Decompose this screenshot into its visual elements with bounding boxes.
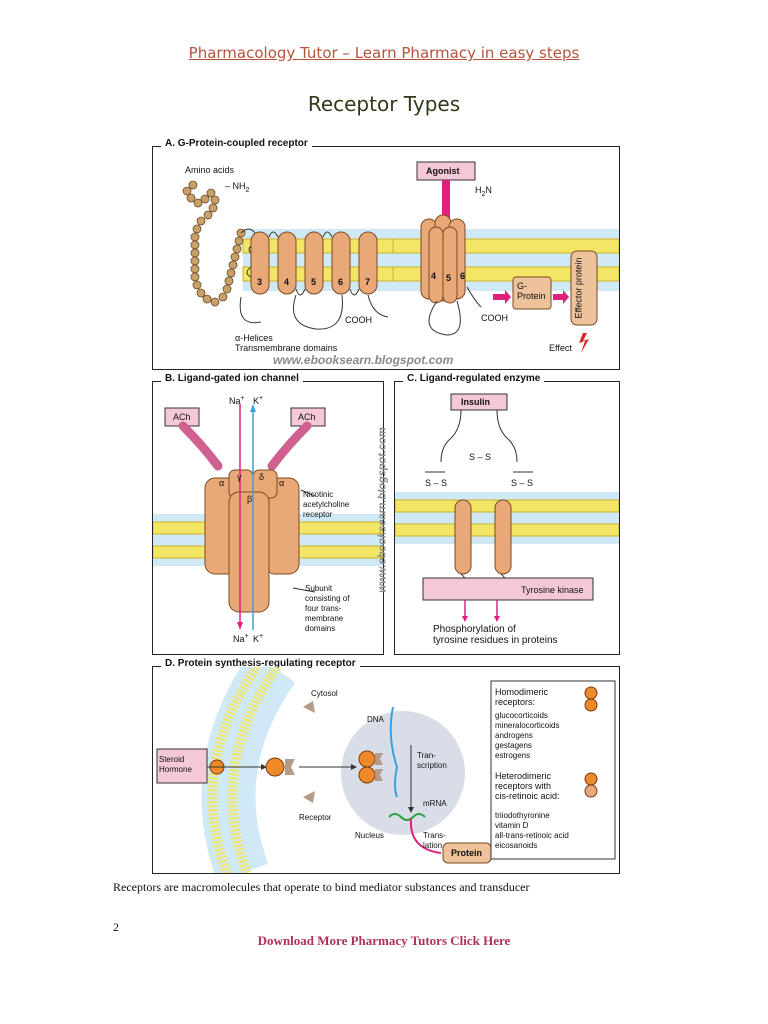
page-number: 2 [113,920,119,934]
ss-left-label: S – S [425,478,448,488]
ach-right-label: ACh [298,412,316,422]
right-helix-4-label: 4 [431,271,437,281]
protein-label: Protein [451,848,483,858]
homodimeric-item-5: estrogens [495,751,531,760]
subunit-gamma: γ [237,472,242,482]
heterodimeric-item-1: triiodothyronine [495,811,550,820]
right-helix-6-label: 6 [460,271,466,281]
watermark-horizontal: www.ebooksearn.blogspot.com [273,353,454,367]
homodimeric-title: Homodimeric receptors: [495,687,549,707]
helix-4-label: 4 [284,277,290,287]
g-protein-label: G- Protein [517,281,546,301]
heterodimeric-item-4: eicosanoids [495,841,538,850]
nicotinic-label: Nicotinic acetylcholine receptor [303,490,350,519]
na-bottom-label: Na+ [233,633,249,644]
receptor-label: Receptor [299,813,332,822]
helix-3-label: 3 [257,277,263,287]
amino-acids-label: Amino acids [185,165,235,175]
agonist-label: Agonist [426,166,460,176]
insulin-label: Insulin [461,397,490,407]
panel-b-ligand-gated-ion-channel: B. Ligand-gated ion channel ACh ACh Na+ … [152,373,384,655]
panel-d-illustration [156,667,616,873]
effect-label: Effect [549,343,572,353]
transcription-label: Tran- scription [417,751,447,770]
panel-b-illustration [153,404,383,630]
dna-label: DNA [367,715,384,724]
homodimeric-item-2: mineralocorticoids [495,721,560,730]
footer-download-link[interactable]: Download More Pharmacy Tutors Click Here [257,933,511,948]
alpha-helices-label: α-Helices [235,333,273,343]
panel-c-illustration [395,393,619,622]
page-title: Receptor Types [307,92,461,116]
heterodimeric-item-2: vitamin D [495,821,529,830]
translation-label: Trans- lation [423,831,446,850]
panel-a-g-protein-receptor: A. G-Protein-coupled receptor [152,138,620,370]
k-top-label: K+ [253,395,264,406]
homodimeric-item-3: androgens [495,731,533,740]
homodimeric-item-4: gestagens [495,741,532,750]
panel-c-title: C. Ligand-regulated enzyme [403,373,545,384]
panel-a-illustration [182,161,619,353]
subunit-beta: β [247,494,253,504]
helix-7-label: 7 [365,277,371,287]
na-top-label: Na+ [229,395,245,406]
homodimeric-item-1: glucocorticoids [495,711,548,720]
ss-top-label: S – S [469,452,492,462]
tyrosine-kinase-label: Tyrosine kinase [521,585,584,595]
subunit-alpha-1: α [219,478,225,488]
cooh-right-label: COOH [481,313,508,323]
mrna-label: mRNA [423,799,447,808]
panel-c-ligand-regulated-enzyme: C. Ligand-regulated enzyme Insulin S – S… [394,373,620,655]
heterodimeric-title: Heterodimeric receptors with cis-retinoi… [495,771,560,801]
ach-left-label: ACh [173,412,191,422]
phosphorylation-label: Phosphorylation of tyrosine residues in … [433,624,558,646]
helix-5-label: 5 [311,277,317,287]
subunit-alpha-2: α [279,478,285,488]
panel-b-title: B. Ligand-gated ion channel [161,373,303,384]
ss-right-label: S – S [511,478,534,488]
h2n-label: H2N [475,185,492,198]
nh2-label: – NH2 [225,181,250,194]
nucleus-label: Nucleus [355,831,384,840]
helix-6-label: 6 [338,277,344,287]
cooh-left-label: COOH [345,315,372,325]
tm-domains-label: Transmembrane domains [235,343,338,353]
right-helix-5-label: 5 [446,273,452,283]
panel-d-title: D. Protein synthesis-regulating receptor [161,658,360,669]
steroid-hormone-label: Steroid Hormone [159,755,192,774]
effector-protein-label: Effector protein [573,257,584,319]
subunit-desc-label: Subunit consisting of four trans- membra… [305,584,350,633]
panel-d-protein-synthesis-receptor: D. Protein synthesis-regulating receptor… [152,658,620,874]
header-link[interactable]: Pharmacology Tutor – Learn Pharmacy in e… [188,44,580,62]
subunit-delta: δ [259,472,265,482]
watermark-vertical: www.ebooksearn.blogspot.com [376,427,389,593]
heterodimeric-item-3: all-trans-retinoic acid [495,831,569,840]
k-bottom-label: K+ [253,633,264,644]
body-caption: Receptors are macromolecules that operat… [113,880,530,894]
cytosol-label: Cytosol [311,689,338,698]
panel-a-title: A. G-Protein-coupled receptor [161,138,312,149]
